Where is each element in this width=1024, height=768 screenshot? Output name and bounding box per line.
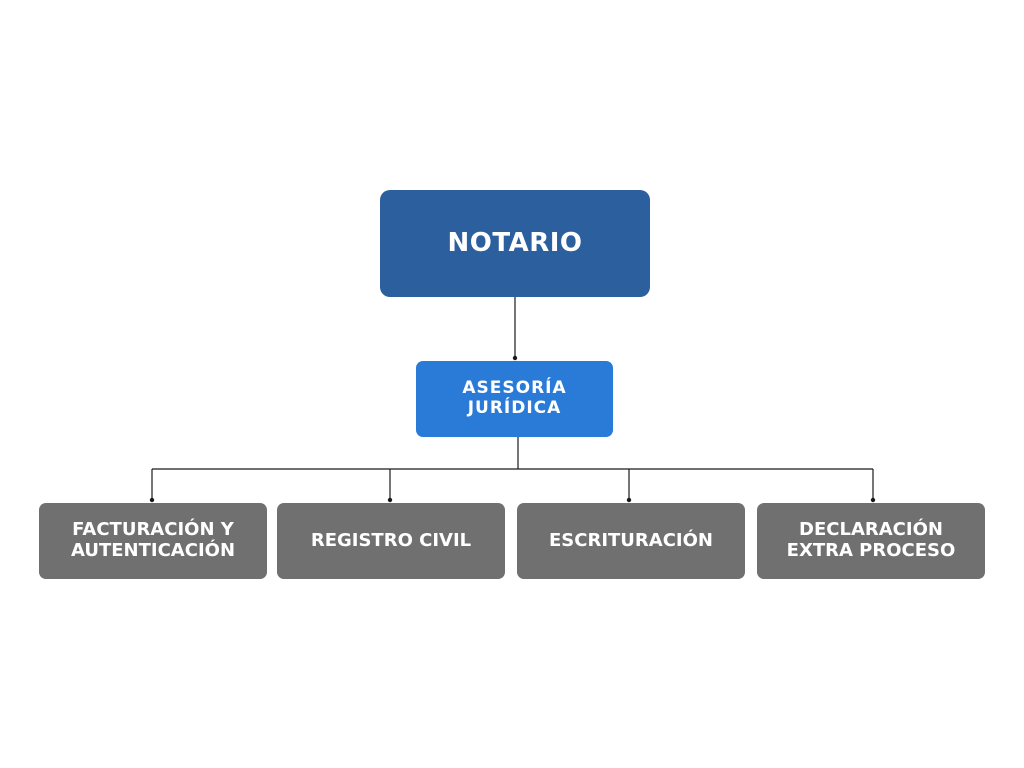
node-notario-label: NOTARIO: [447, 227, 583, 258]
node-registro-civil: REGISTRO CIVIL: [277, 503, 505, 579]
connector-arrowhead-leaf-3: [626, 497, 632, 503]
connector-arrowhead-leaf-1: [149, 497, 155, 503]
node-asesoria-juridica-label: ASESORÍA JURÍDICA: [462, 378, 567, 418]
connector-arrowhead-leaf-4: [870, 497, 876, 503]
node-declaracion-extra-proceso-label: DECLARACIÓN EXTRA PROCESO: [786, 519, 956, 561]
node-facturacion-autenticacion-label: FACTURACIÓN Y AUTENTICACIÓN: [70, 519, 236, 561]
connector-arrowhead-middle: [512, 355, 518, 361]
node-escrituracion: ESCRITURACIÓN: [517, 503, 745, 579]
node-escrituracion-label: ESCRITURACIÓN: [549, 529, 713, 551]
node-asesoria-juridica: ASESORÍA JURÍDICA: [416, 361, 613, 437]
node-registro-civil-label: REGISTRO CIVIL: [310, 529, 472, 551]
node-notario: NOTARIO: [380, 190, 650, 297]
node-declaracion-extra-proceso: DECLARACIÓN EXTRA PROCESO: [757, 503, 985, 579]
node-facturacion-autenticacion: FACTURACIÓN Y AUTENTICACIÓN: [39, 503, 267, 579]
connector-arrowhead-leaf-2: [387, 497, 393, 503]
